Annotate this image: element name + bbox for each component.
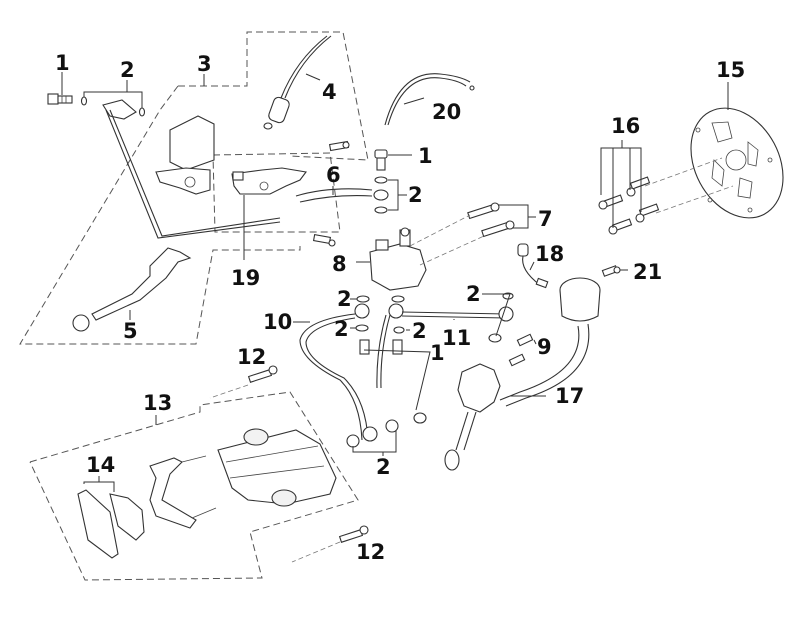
brake-hose-6 (295, 188, 373, 203)
callout-17: 17 (555, 384, 584, 408)
callout-3: 3 (197, 52, 212, 76)
callout-labels: 1 2 3 4 20 1 6 2 7 8 19 18 15 16 21 5 2 … (55, 51, 745, 564)
screw (328, 140, 350, 152)
callout-21: 21 (633, 260, 662, 284)
callout-19: 19 (231, 266, 260, 290)
rear-master-cylinder (444, 363, 501, 471)
screw (312, 234, 336, 247)
brake-caliper-13 (217, 428, 337, 507)
cable-20 (384, 73, 475, 126)
assembly-outline-caliper (29, 391, 359, 581)
banjo-bolts-1-lower (359, 339, 427, 424)
leader-lines (61, 72, 729, 492)
washers-2-mid (373, 176, 389, 214)
sensor-18 (517, 243, 549, 289)
screw-21 (601, 265, 621, 277)
callout-15: 15 (716, 58, 745, 82)
master-cylinder-reservoir (155, 115, 215, 195)
callout-2: 2 (120, 58, 135, 82)
brake-pads-14 (77, 489, 145, 559)
callout-10: 10 (263, 310, 292, 334)
switch-cable-4 (263, 35, 332, 130)
washers-2-right (488, 292, 514, 343)
junction-block-8 (369, 227, 427, 291)
callout-2: 2 (337, 287, 352, 311)
callout-7: 7 (538, 207, 553, 231)
brake-disc-15 (644, 107, 784, 219)
callout-20: 20 (432, 100, 461, 124)
brake-rod (102, 99, 281, 239)
callout-9: 9 (537, 335, 552, 359)
callout-12: 12 (237, 345, 266, 369)
brake-hose-11 (376, 303, 514, 389)
bolts-9 (508, 333, 534, 367)
callout-14: 14 (86, 453, 115, 477)
caliper-bolt-12-bottom (291, 525, 369, 563)
brake-lever-5 (72, 247, 192, 332)
caliper-bracket (149, 455, 217, 529)
callout-5: 5 (123, 319, 138, 343)
callout-2: 2 (376, 455, 391, 479)
callout-11: 11 (442, 326, 471, 350)
banjo-bolt-1 (47, 93, 73, 105)
reservoir-17 (499, 277, 601, 407)
callout-6: 6 (326, 163, 341, 187)
callout-2: 2 (412, 319, 427, 343)
callout-13: 13 (143, 391, 172, 415)
caliper-bolt-12-top (209, 365, 278, 399)
callout-2: 2 (408, 183, 423, 207)
callout-12: 12 (356, 540, 385, 564)
callout-2: 2 (466, 282, 481, 306)
brake-hose-10 (299, 303, 378, 442)
disc-bolts-16 (598, 176, 660, 235)
callout-8: 8 (332, 252, 347, 276)
callout-4: 4 (322, 80, 337, 104)
callout-1: 1 (55, 51, 70, 75)
callout-16: 16 (611, 114, 640, 138)
lever-bracket-19 (231, 167, 307, 195)
banjo-bolt-1-mid (374, 149, 388, 171)
assembly-outline-handlebar (19, 31, 369, 345)
callout-1: 1 (418, 144, 433, 168)
callout-1: 1 (430, 341, 445, 365)
callout-2: 2 (334, 317, 349, 341)
callout-18: 18 (535, 242, 564, 266)
bolts-7 (409, 202, 515, 266)
